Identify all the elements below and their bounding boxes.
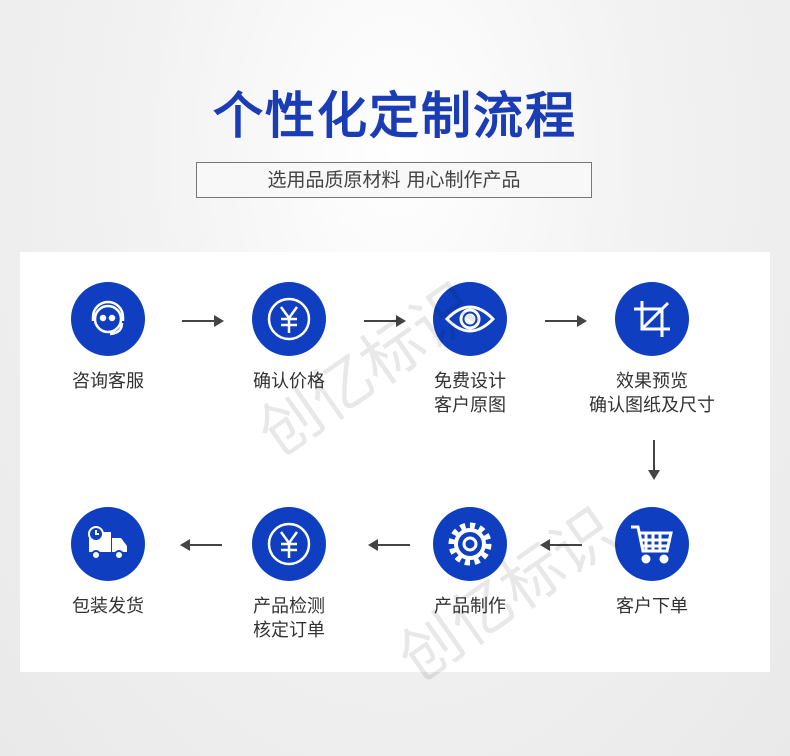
step-label: 免费设计 <box>434 371 506 392</box>
step-label: 客户原图 <box>434 395 506 416</box>
step-order: 客户下单 <box>562 507 742 619</box>
yen-icon <box>252 282 326 356</box>
step-production: 产品制作 <box>380 507 560 619</box>
step-label: 确认图纸及尺寸 <box>589 395 715 416</box>
arrow-left <box>540 539 582 551</box>
eye-icon <box>433 282 507 356</box>
truck-icon <box>71 507 145 581</box>
arrow-right <box>364 315 406 327</box>
arrow-down <box>648 440 660 480</box>
page-title: 个性化定制流程 <box>213 87 577 145</box>
step-consult: 咨询客服 <box>18 282 198 394</box>
step-design: 免费设计客户原图 <box>380 282 560 418</box>
yen-icon <box>252 507 326 581</box>
step-label: 咨询客服 <box>72 371 144 392</box>
arrow-right <box>182 315 224 327</box>
headset-icon <box>71 282 145 356</box>
step-label: 包装发货 <box>72 596 144 617</box>
subtitle: 选用品质原材料 用心制作产品 <box>196 162 592 198</box>
step-preview: 效果预览确认图纸及尺寸 <box>562 282 742 418</box>
arrow-right <box>545 315 587 327</box>
step-label: 产品检测 <box>253 596 325 617</box>
step-label: 确认价格 <box>253 371 325 392</box>
step-label: 产品制作 <box>434 596 506 617</box>
arrow-left <box>368 539 410 551</box>
step-label: 客户下单 <box>616 596 688 617</box>
arrow-left <box>180 539 222 551</box>
step-inspection: 产品检测核定订单 <box>199 507 379 643</box>
gear-icon <box>433 507 507 581</box>
step-label: 核定订单 <box>253 620 325 641</box>
crop-icon <box>615 282 689 356</box>
cart-icon <box>615 507 689 581</box>
step-shipping: 包装发货 <box>18 507 198 619</box>
step-label: 效果预览 <box>616 371 688 392</box>
step-price: 确认价格 <box>199 282 379 394</box>
